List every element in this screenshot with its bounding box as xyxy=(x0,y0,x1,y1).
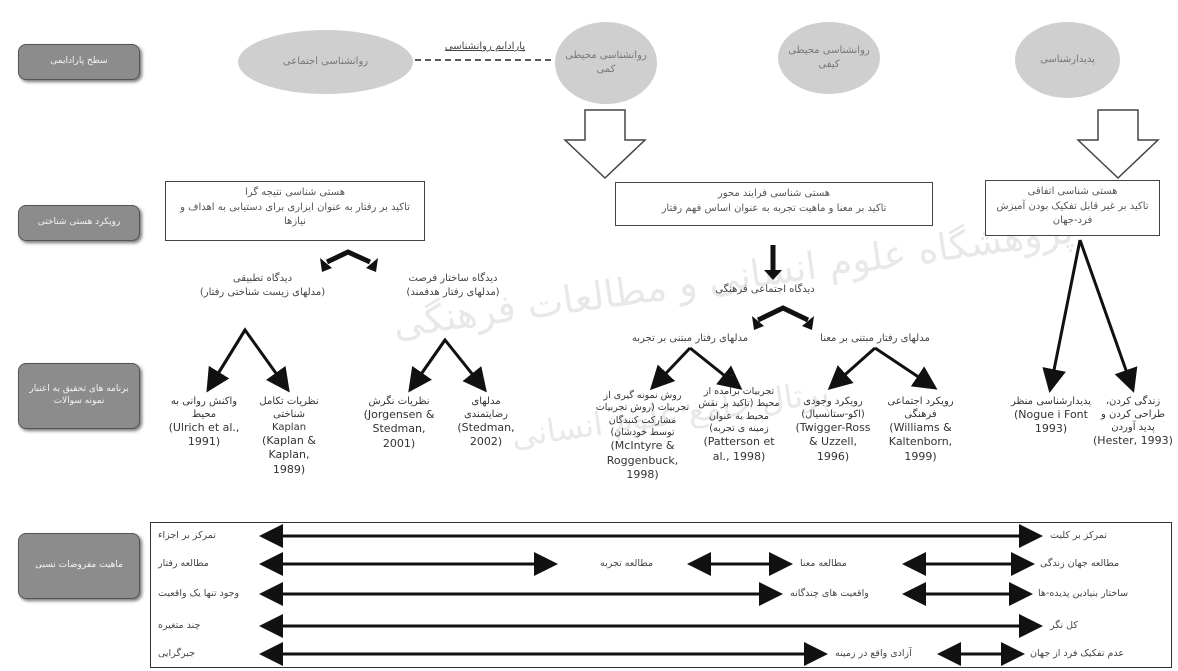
arrow-transactional-left xyxy=(1042,239,1082,393)
arrow-functional-right xyxy=(206,327,290,393)
ellipse-qual-env-psychology: روانشناسی محیطی کیفی xyxy=(778,22,880,94)
spectrum-right-3: کل نگر xyxy=(1050,620,1078,631)
spectrum-right-2: ساختار بنیادین پدیده-ها xyxy=(1038,588,1129,599)
ontology-box-transactional: هستی شناسی اتفاقی تاکید بر غیر قابل تفکی… xyxy=(985,180,1160,236)
method-ref: (Nogue i Font 1993) xyxy=(1014,408,1088,436)
spectrum-left-3: چند متغیره xyxy=(158,620,201,631)
hollow-down-arrow-quant xyxy=(563,109,647,180)
perspective-functional-title: دیدگاه تطبیقی xyxy=(232,273,293,284)
ontology-box-process-title: هستی شناسی فرایند محور xyxy=(717,188,831,199)
hollow-down-arrow-phenomenology xyxy=(1076,109,1160,180)
method-label: رویکرد وجودی (اکو-ستانسیال) xyxy=(801,396,865,420)
arrow-experience-right xyxy=(689,346,743,390)
ontology-box-transactional-title: هستی شناسی اتفاقی xyxy=(1027,186,1118,197)
spectrum-left-2: وجود تنها یک واقعیت xyxy=(158,588,240,599)
arrow-functional-left xyxy=(206,329,247,393)
method-experience-sampling: روش نمونه گیری از تجربیات (روش تجربیات م… xyxy=(595,390,690,482)
perspective-structural-sub: (مدلهای رفتار هدفمند) xyxy=(406,287,500,298)
arrow-sociocultural-split xyxy=(756,305,810,323)
perspective-structural: دیدگاه ساختار فرصت (مدلهای رفتار هدفمند) xyxy=(378,272,528,300)
row-label-ontology: رویکرد هستی شناختی xyxy=(18,205,140,241)
ellipse-phenomenology: پدیدارشناسی xyxy=(1015,22,1120,98)
method-satisfaction: مدلهای رضایتمندی (Stedman, 2002) xyxy=(452,395,520,450)
perspective-sociocultural: دیدگاه اجتماعی فرهنگی xyxy=(715,284,815,295)
spectrum-left-4: جبرگرایی xyxy=(158,648,195,659)
row-label-methods: برنامه های تحقیق به اعتبار نمونه سوالات xyxy=(18,363,140,429)
arrow-outcome-split xyxy=(325,249,372,265)
method-landscape-phenomenology: پدیدارشناسی منظر (Nogue i Font 1993) xyxy=(1010,395,1092,437)
paradigm-bridge-label: پارادایم روانشناسی xyxy=(444,41,526,52)
method-ref: (McIntyre & Roggenbuck, 1998) xyxy=(606,439,679,481)
spectrum-box xyxy=(150,522,1172,668)
ontology-box-process: هستی شناسی فرایند محور تاکید بر معنا و م… xyxy=(615,182,933,226)
method-ref: (Kaplan & Kaplan, 1989) xyxy=(262,434,316,476)
meaning-models-label: مدلهای رفتار مبتنی بر معنا xyxy=(820,333,930,344)
experience-models-label: مدلهای رفتار مبتنی بر تجربه xyxy=(631,333,749,344)
method-label: روش نمونه گیری از تجربیات (روش تجربیات م… xyxy=(595,390,690,439)
method-env-experience: تجربیات برآمده از محیط (تاکید بر نقش محی… xyxy=(698,386,780,464)
perspective-structural-title: دیدگاه ساختار فرصت xyxy=(408,273,498,284)
perspective-functional-sub: (مدلهای زیست شناختی رفتار) xyxy=(199,287,326,298)
method-sociocultural: رویکرد اجتماعی فرهنگی (Williams & Kalten… xyxy=(873,395,968,464)
perspective-functional: دیدگاه تطبیقی (مدلهای زیست شناختی رفتار) xyxy=(180,272,345,300)
arrow-meaning-left xyxy=(827,346,876,390)
spectrum-right-0: تمرکز بر کلیت xyxy=(1050,530,1107,541)
method-attitudes: نظریات نگرش (Jorgensen & Stedman, 2001) xyxy=(355,395,443,451)
spectrum-left-1: مطالعه رفتار xyxy=(158,558,209,569)
spectrum-left-0: تمرکز بر اجزاء xyxy=(158,530,216,541)
method-ref: (Stedman, 2002) xyxy=(457,421,515,449)
spectrum-middle-1a: مطالعه تجربه xyxy=(600,558,654,569)
method-ref: (Patterson et al., 1998) xyxy=(703,435,775,463)
ontology-box-process-body: تاکید بر معنا و ماهیت تجربه به عنوان اسا… xyxy=(661,202,887,214)
arrow-transactional-right xyxy=(1078,239,1138,393)
arrow-experience-left xyxy=(649,346,692,391)
arrow-structural-left xyxy=(408,339,447,393)
method-label: پدیدارشناسی منظر xyxy=(1010,396,1092,407)
ellipse-quant-env-psychology: روانشناسی محیطی کمی xyxy=(555,22,657,104)
spectrum-middle-2: واقعیت های چندگانه xyxy=(790,588,869,599)
ontology-box-transactional-body: تاکید بر غیر قابل تفکیک بودن آمیزش فرد-ج… xyxy=(996,200,1149,227)
method-ref: (Hester, 1993) xyxy=(1093,434,1173,447)
arrow-meaning-right xyxy=(874,346,938,390)
ontology-box-outcome-title: هستی شناسی نتیجه گرا xyxy=(245,187,345,198)
method-label: تجربیات برآمده از محیط (تاکید بر نقش محی… xyxy=(698,386,780,435)
row-label-paradigm: سطح پارادایمی xyxy=(18,44,140,80)
spectrum-right-4: عدم تفکیک فرد از جهان xyxy=(1030,648,1125,659)
method-kaplan: نظریات تکامل شناختی Kaplan (Kaplan & Kap… xyxy=(258,395,320,477)
spectrum-middle-1b: مطالعه معنا xyxy=(800,558,847,569)
ontology-box-outcome-body: تاکید بر رفتار به عنوان ابزاری برای دستی… xyxy=(180,201,410,228)
method-label: نظریات تکامل شناختی Kaplan xyxy=(259,396,319,433)
arrow-structural-right xyxy=(408,337,487,393)
method-ref: (Williams & Kaltenborn, 1999) xyxy=(888,421,953,463)
method-label: رویکرد اجتماعی فرهنگی xyxy=(887,396,954,420)
method-label: واکنش روانی به محیط xyxy=(170,396,238,420)
method-label: مدلهای رضایتمندی xyxy=(463,396,509,420)
method-living-designing: زندگی کردن، طراحی کردن و پدید آوردن (Hes… xyxy=(1093,395,1173,448)
method-existential: رویکرد وجودی (اکو-ستانسیال) (Twigger-Ros… xyxy=(793,395,873,464)
method-ref: (Twigger-Ross & Uzzell, 1996) xyxy=(795,421,871,463)
method-label: زندگی کردن، طراحی کردن و پدید آوردن xyxy=(1100,396,1166,433)
method-label: نظریات نگرش xyxy=(368,396,430,407)
ellipse-social-psychology: روانشناسی اجتماعی xyxy=(238,30,413,94)
method-psych-response: واکنش روانی به محیط (Ulrich et al., 1991… xyxy=(160,395,248,450)
method-ref: (Jorgensen & Stedman, 2001) xyxy=(363,408,435,450)
spectrum-right-1: مطالعه جهان زندگی xyxy=(1040,558,1120,569)
ontology-box-outcome: هستی شناسی نتیجه گرا تاکید بر رفتار به ع… xyxy=(165,181,425,241)
method-ref: (Ulrich et al., 1991) xyxy=(168,421,240,449)
spectrum-middle-4: آزادی واقع در زمینه xyxy=(835,648,912,659)
row-label-spectrum: ماهیت مفروضات نسبی xyxy=(18,533,140,599)
